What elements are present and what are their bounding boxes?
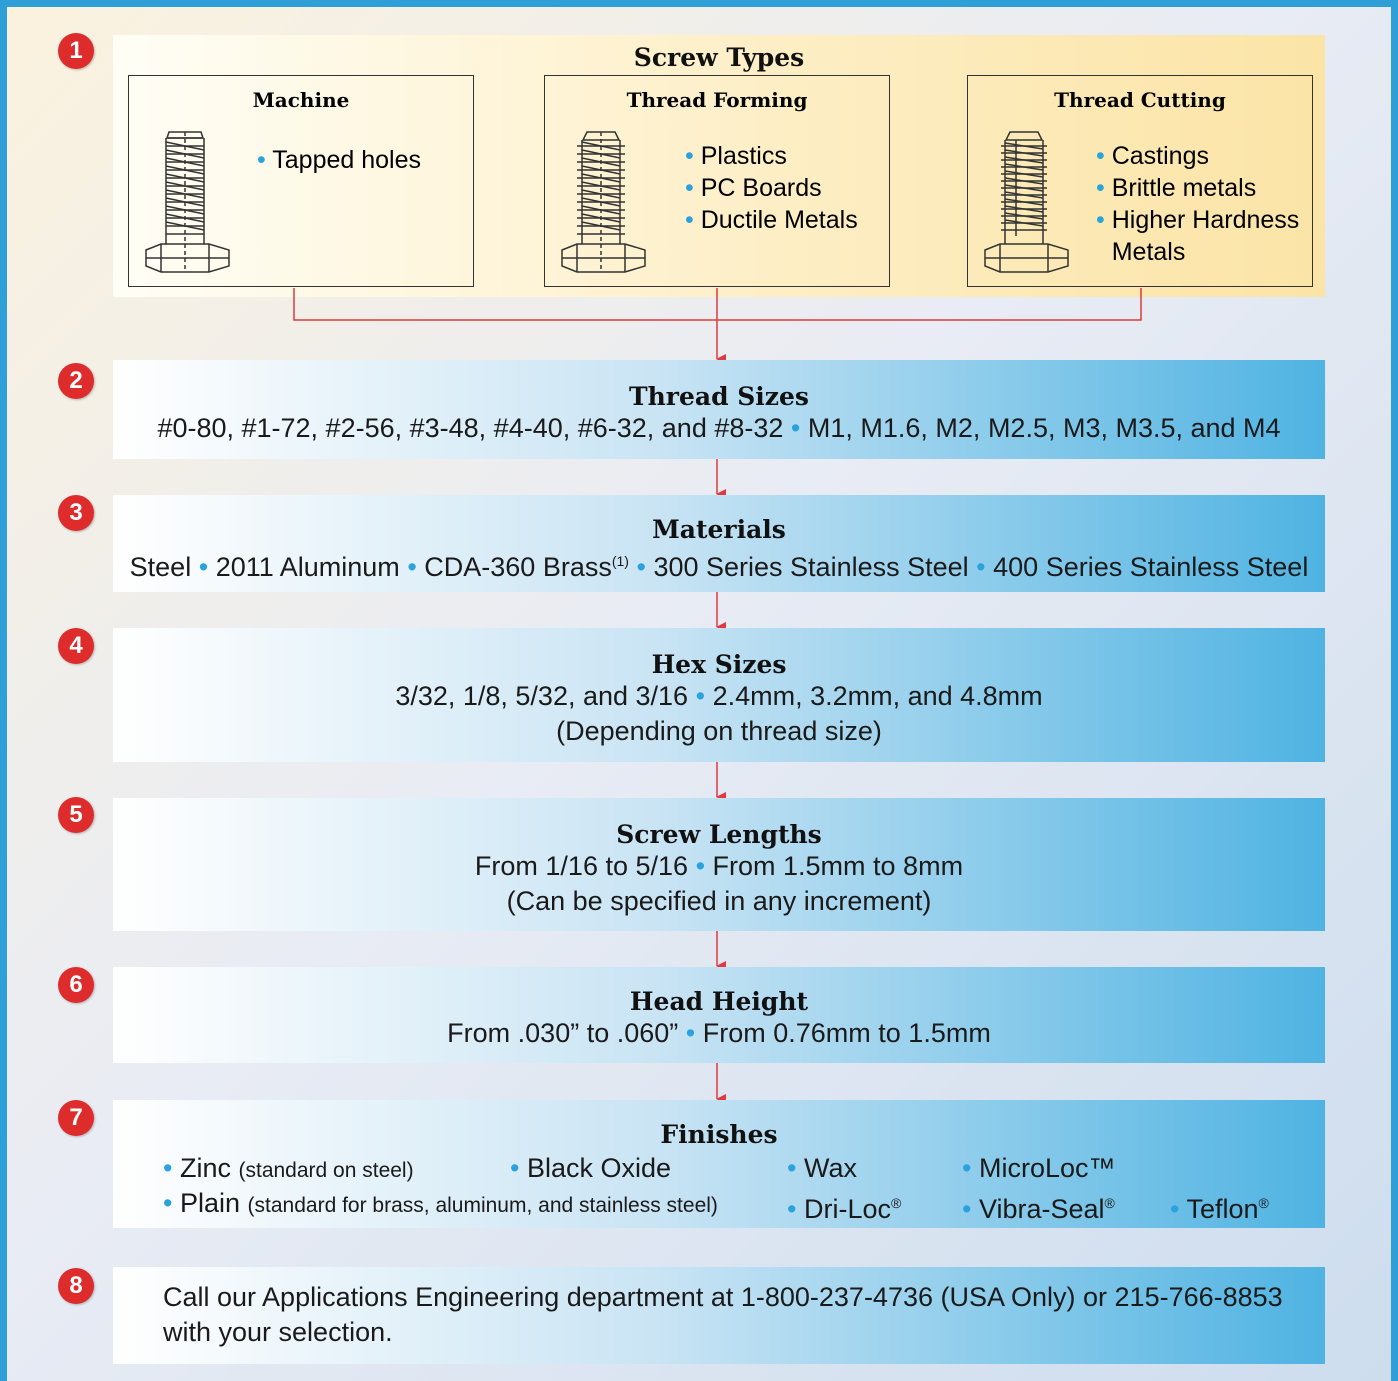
finish-zinc: • Zinc (standard on steel)	[163, 1153, 414, 1183]
step-number-1: 1	[58, 33, 94, 69]
step-number-7: 7	[58, 1100, 94, 1136]
screw-types-panel: Screw Types Machine • Tapped holes Threa…	[113, 35, 1325, 297]
finish-black-oxide: • Black Oxide	[510, 1153, 672, 1183]
finishes-heading: Finishes	[660, 1120, 778, 1149]
step-number-5: 5	[58, 797, 94, 833]
screw-types-heading: Screw Types	[633, 43, 805, 72]
thread-sizes-text: #0-80, #1-72, #2-56, #3-48, #4-40, #6-32…	[157, 413, 1281, 443]
thread-cutting-screw-card: Thread Cutting • Castings • Brittle meta…	[967, 75, 1313, 287]
thread-cutting-title: Thread Cutting	[1054, 88, 1226, 112]
step-number-2: 2	[58, 363, 94, 399]
contact-panel: Call our Applications Engineering depart…	[113, 1267, 1325, 1364]
screw-lengths-heading: Screw Lengths	[616, 820, 822, 849]
finish-vibra-seal: • Vibra-Seal®	[962, 1194, 1115, 1224]
materials-panel: Materials Steel • 2011 Aluminum • CDA-36…	[113, 495, 1325, 592]
machine-screw-icon	[145, 131, 230, 273]
hex-sizes-text: 3/32, 1/8, 5/32, and 3/16 • 2.4mm, 3.2mm…	[395, 681, 1043, 711]
head-height-heading: Head Height	[629, 987, 809, 1016]
step-number-8: 8	[58, 1268, 94, 1304]
list-item: • Tapped holes	[257, 146, 421, 174]
list-item: • Higher Hardness	[1096, 206, 1300, 234]
thread-forming-uses-list: • Plastics • PC Boards • Ductile Metals	[685, 140, 858, 236]
contact-line-2: with your selection.	[163, 1317, 393, 1347]
list-item: • PC Boards	[685, 174, 822, 202]
contact-line-1: Call our Applications Engineering depart…	[163, 1282, 1283, 1312]
thread-sizes-panel: Thread Sizes #0-80, #1-72, #2-56, #3-48,…	[113, 360, 1325, 459]
screw-lengths-text: From 1/16 to 5/16 • From 1.5mm to 8mm	[474, 851, 964, 881]
thread-forming-screw-icon	[561, 131, 646, 273]
thread-forming-screw-card: Thread Forming • Plastics • PC Boards • …	[544, 75, 890, 287]
hex-sizes-panel: Hex Sizes 3/32, 1/8, 5/32, and 3/16 • 2.…	[113, 628, 1325, 762]
head-height-panel: Head Height From .030” to .060” • From 0…	[113, 967, 1325, 1063]
thread-forming-title: Thread Forming	[626, 88, 808, 112]
finish-teflon: • Teflon®	[1170, 1194, 1269, 1224]
list-item: • Ductile Metals	[685, 206, 858, 234]
thread-sizes-heading: Thread Sizes	[629, 382, 809, 411]
list-item: • Castings	[1096, 142, 1209, 170]
materials-heading: Materials	[652, 515, 786, 544]
screw-lengths-panel: Screw Lengths From 1/16 to 5/16 • From 1…	[113, 798, 1325, 931]
machine-uses-list: • Tapped holes	[257, 144, 421, 176]
step-number-3: 3	[58, 495, 94, 531]
thread-cutting-uses-list: • Castings • Brittle metals • Higher Har…	[1096, 140, 1299, 268]
machine-screw-card: Machine • Tapped holes	[128, 75, 474, 287]
head-height-text: From .030” to .060” • From 0.76mm to 1.5…	[447, 1018, 991, 1048]
screw-lengths-note: (Can be specified in any increment)	[506, 886, 932, 916]
finishes-panel: Finishes • Zinc (standard on steel) • Bl…	[113, 1100, 1325, 1228]
materials-text: Steel • 2011 Aluminum • CDA-360 Brass(1)…	[129, 552, 1309, 582]
hex-sizes-heading: Hex Sizes	[651, 650, 787, 679]
finish-dri-loc: • Dri-Loc®	[787, 1194, 902, 1224]
finish-wax: • Wax	[787, 1153, 857, 1183]
finish-microloc: • MicroLoc™	[962, 1153, 1116, 1183]
thread-cutting-screw-icon	[984, 131, 1069, 273]
step-number-6: 6	[58, 967, 94, 1003]
machine-title: Machine	[252, 88, 350, 112]
list-item: • Brittle metals	[1096, 174, 1257, 202]
hex-sizes-note: (Depending on thread size)	[556, 716, 882, 746]
list-item: • Metals	[1111, 238, 1186, 266]
list-item: • Plastics	[685, 142, 787, 170]
finish-plain: • Plain (standard for brass, aluminum, a…	[163, 1188, 718, 1218]
step-number-4: 4	[58, 628, 94, 664]
